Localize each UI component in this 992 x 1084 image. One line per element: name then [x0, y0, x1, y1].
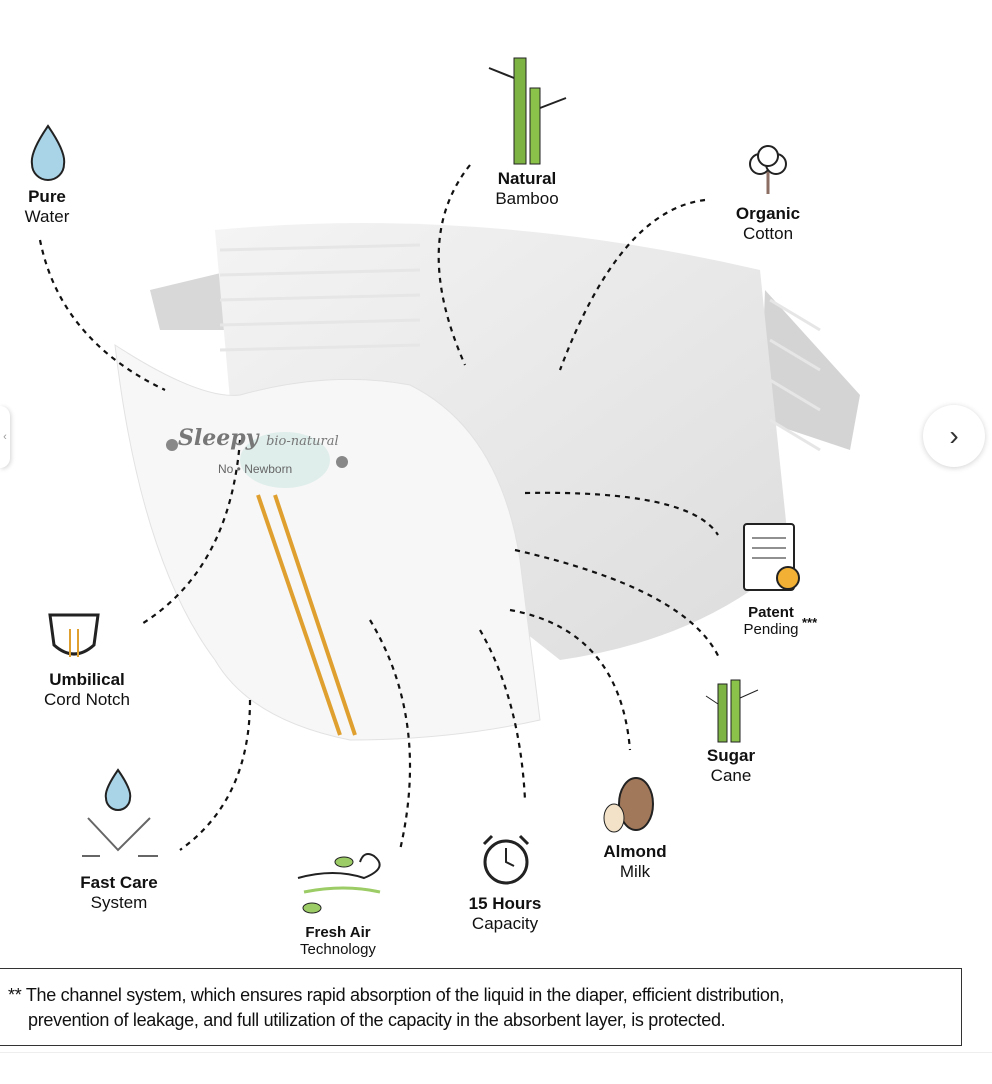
chevron-right-icon: › — [949, 420, 959, 451]
alarm-clock-icon — [482, 834, 530, 885]
brand-logo: Sleepy bio-natural — [178, 425, 339, 451]
footnote-line-2: prevention of leakage, and full utilizat… — [28, 1010, 726, 1030]
sugar-cane-icon — [705, 679, 759, 743]
left-tab — [150, 272, 225, 330]
right-tab — [760, 290, 860, 450]
callout-lines — [38, 164, 722, 851]
diaper-illustration — [38, 164, 860, 851]
diaper-front — [114, 344, 541, 741]
carousel-prev-button[interactable]: ‹ — [0, 406, 10, 468]
diaper-back — [215, 223, 790, 661]
footnote-mark: ** — [8, 985, 22, 1005]
fast-care-icon — [82, 768, 158, 857]
carousel-next-button[interactable]: › — [923, 405, 985, 467]
divider — [0, 1052, 992, 1053]
bamboo-icon — [488, 57, 567, 165]
patent-footnote-mark: *** — [802, 615, 818, 630]
cotton-icon — [749, 145, 787, 194]
chevron-left-icon: ‹ — [3, 431, 7, 443]
footnote-box: ** The channel system, which ensures rap… — [0, 968, 962, 1046]
size-label: No • Newborn — [218, 462, 293, 476]
certificate-icon — [743, 523, 800, 591]
almond-icon — [603, 777, 654, 833]
fresh-air-icon — [297, 853, 381, 914]
footnote-line-1: The channel system, which ensures rapid … — [25, 985, 785, 1005]
water-drop-icon — [30, 124, 66, 181]
diaper-notch-icon — [48, 613, 100, 657]
